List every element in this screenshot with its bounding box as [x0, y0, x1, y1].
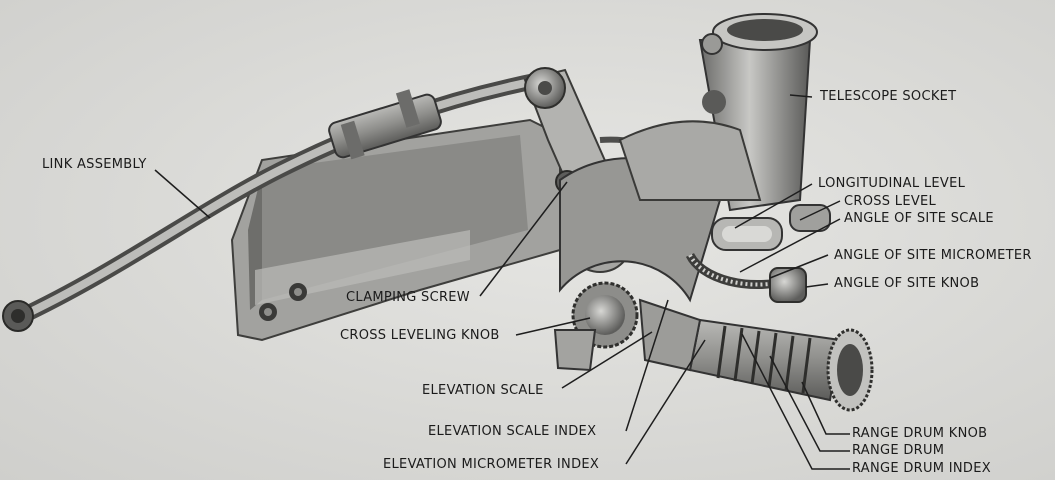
link-assembly-rod	[2, 72, 548, 332]
leader-elevation-micrometer-index	[625, 339, 706, 465]
leader-cross-level	[799, 200, 841, 221]
label-clamping-screw: CLAMPING SCREW	[346, 290, 470, 305]
label-angle-of-site-micrometer: ANGLE OF SITE MICROMETER	[834, 248, 1032, 263]
angle-of-site-assembly	[685, 252, 807, 303]
leader-telescope-socket	[789, 94, 813, 98]
leader-angle-of-site-knob	[805, 283, 829, 288]
leader-longitudinal-level	[734, 183, 813, 229]
label-elevation-scale: ELEVATION SCALE	[422, 383, 544, 398]
leader-range-drum	[769, 355, 850, 452]
label-elevation-micrometer-index: ELEVATION MICROMETER INDEX	[383, 457, 600, 472]
label-longitudinal-level: LONGITUDINAL LEVEL	[818, 176, 966, 191]
leader-cross-leveling-knob	[515, 317, 591, 336]
leader-lines	[154, 94, 850, 470]
bracket-plate	[230, 118, 561, 342]
leader-angle-of-site-micrometer	[769, 254, 829, 279]
label-link-assembly: LINK ASSEMBLY	[42, 157, 147, 172]
label-range-drum-knob: RANGE DRUM KNOB	[852, 426, 988, 441]
level-vials	[711, 204, 831, 251]
leader-clamping-screw	[479, 181, 568, 297]
label-angle-of-site-scale: ANGLE OF SITE SCALE	[844, 211, 994, 226]
leader-link-assembly	[154, 169, 211, 219]
leader-range-drum-index	[741, 333, 850, 470]
label-cross-level: CROSS LEVEL	[844, 194, 937, 209]
label-range-drum-index: RANGE DRUM INDEX	[852, 461, 991, 476]
leader-elevation-scale-index	[625, 299, 669, 432]
leader-elevation-scale	[561, 331, 653, 389]
label-elevation-scale-index: ELEVATION SCALE INDEX	[428, 424, 597, 439]
label-range-drum: RANGE DRUM	[852, 443, 945, 458]
label-angle-of-site-knob: ANGLE OF SITE KNOB	[834, 276, 980, 291]
leader-angle-of-site-scale	[739, 218, 841, 273]
label-cross-leveling-knob: CROSS LEVELING KNOB	[340, 328, 500, 343]
telescope-socket	[618, 13, 818, 212]
label-telescope-socket: TELESCOPE SOCKET	[820, 89, 957, 104]
range-drum-assembly	[638, 298, 874, 412]
leader-range-drum-knob	[801, 381, 850, 435]
cross-leveling-knob-part	[553, 281, 639, 372]
